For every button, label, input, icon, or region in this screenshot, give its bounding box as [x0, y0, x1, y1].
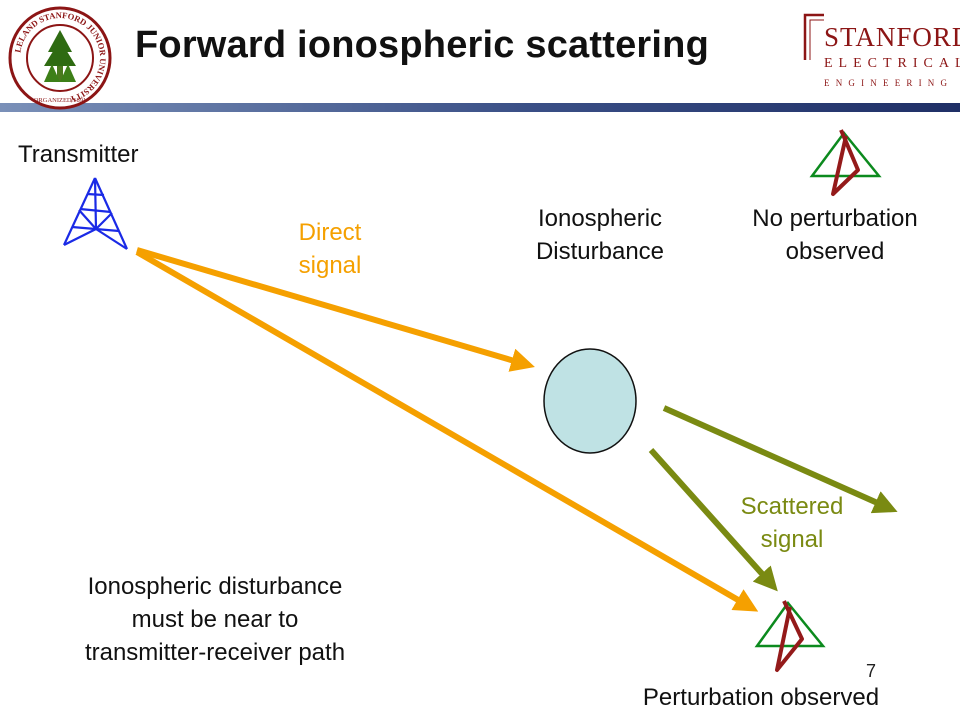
- redwood-tree-icon: [44, 30, 76, 82]
- note-line3: transmitter-receiver path: [84, 639, 346, 666]
- direct-to-receiver-arrow: [135, 249, 759, 612]
- no-perturbation-line1: No perturbation: [752, 205, 918, 232]
- scattered-signal-line2: signal: [760, 526, 824, 553]
- page-number: 7: [866, 661, 877, 681]
- stanford-seal-logo: LELAND STANFORD JUNIOR UNIVERSITY ORGANI…: [8, 6, 112, 110]
- scattered-signal-label: Scattered signal: [712, 490, 872, 556]
- ionospheric-disturbance-blob: [543, 348, 637, 454]
- no-perturbation-line2: observed: [785, 238, 885, 265]
- page-title: Forward ionospheric scattering: [135, 24, 709, 66]
- direct-signal-line1: Direct: [298, 219, 362, 246]
- logo-bracket-icon: [803, 13, 824, 60]
- logo-stanford-text: STANFORD: [824, 22, 960, 52]
- title-rule: [0, 103, 960, 112]
- stanford-engineering-logo: STANFORD ELECTRICAL ENGINEERING: [802, 12, 960, 94]
- note-line1: Ionospheric disturbance: [87, 573, 343, 600]
- direct-signal-label: Direct signal: [270, 216, 390, 282]
- disturbance-label: Ionospheric Disturbance: [500, 202, 700, 268]
- no-perturbation-label: No perturbation observed: [720, 202, 950, 268]
- disturbance-line1: Ionospheric: [537, 205, 663, 232]
- perturbation-observed-label: Perturbation observed: [642, 684, 880, 711]
- scattered-signal-arrow-down: [648, 447, 778, 592]
- receiver-perturbation-icon: [754, 600, 826, 672]
- direct-signal-arrow: [136, 247, 535, 372]
- direct-signal-line2: signal: [298, 252, 362, 279]
- disturbance-line2: Disturbance: [535, 238, 665, 265]
- note-text: Ionospheric disturbance must be near to …: [20, 570, 410, 669]
- logo-engineering-text: ENGINEERING: [824, 78, 954, 88]
- seal-year: ORGANIZED 1891: [34, 97, 87, 104]
- transmitter-antenna-icon: [63, 177, 129, 250]
- transmitter-label: Transmitter: [18, 141, 139, 168]
- scattered-signal-arrow-right: [662, 405, 898, 514]
- scattered-signal-line1: Scattered: [740, 493, 844, 520]
- note-line2: must be near to: [131, 606, 299, 633]
- receiver-no-perturbation-icon: [809, 129, 882, 196]
- logo-electrical-text: ELECTRICAL: [824, 56, 960, 71]
